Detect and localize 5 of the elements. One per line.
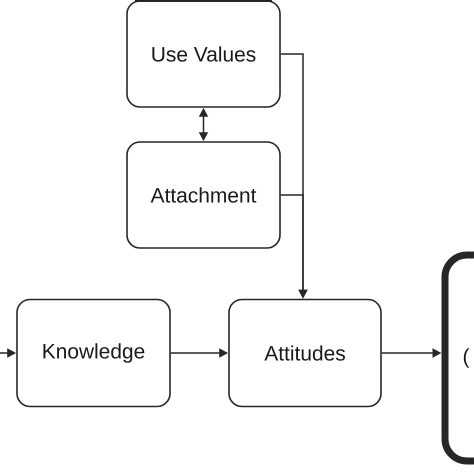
process-box: Knowledge	[16, 298, 171, 408]
process-box: Attitudes	[228, 298, 382, 408]
process-box: Attachment	[126, 141, 281, 249]
process-box: Use Values	[126, 0, 281, 108]
process-box: (	[442, 252, 474, 464]
